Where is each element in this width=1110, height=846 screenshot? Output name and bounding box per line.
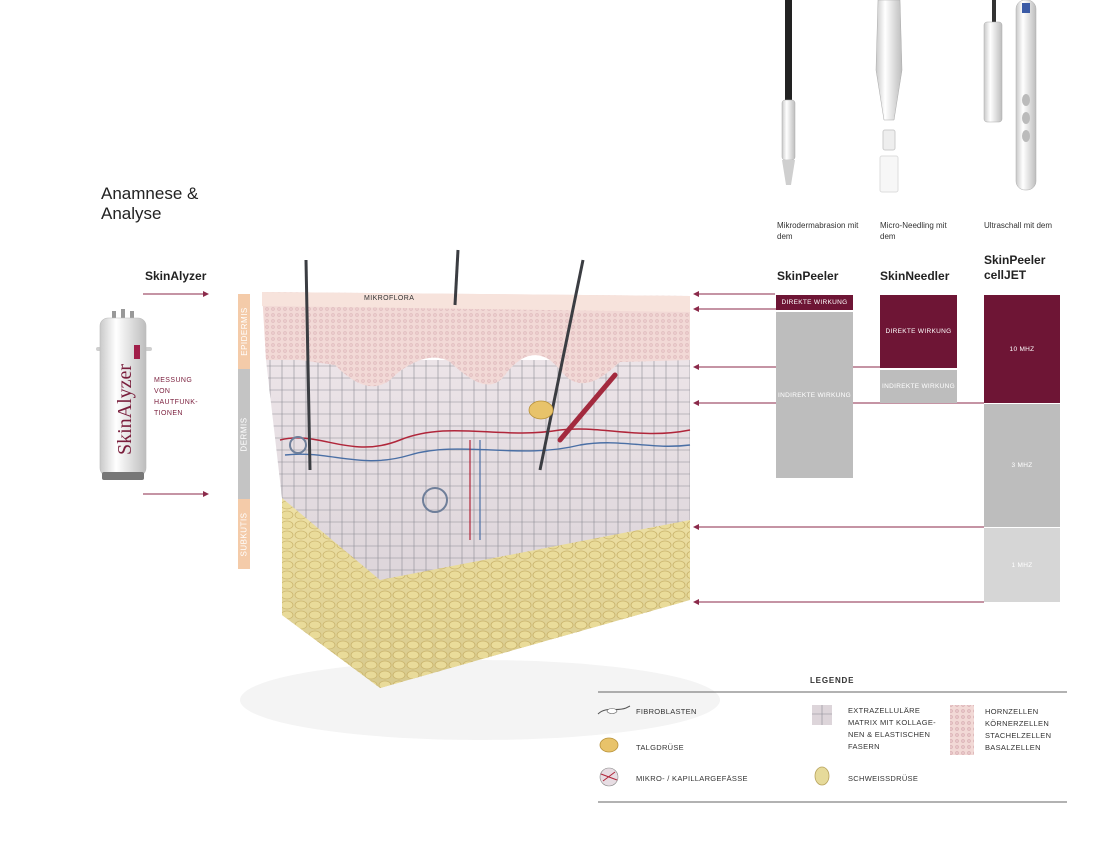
skinalyzer-description: MESSUNG VON HAUTFUNK-TIONEN (154, 377, 199, 417)
device-intro-skinneedler: Micro-Needling mit dem (880, 221, 947, 241)
legend-matrix: EXTRAZELLULÄRE MATRIX MIT KOLLAGE-NEN & … (848, 706, 936, 751)
legend-talgdruese: TALGDRÜSE (636, 743, 684, 752)
bar-celljet-1mhz: 1 MHZ (984, 528, 1060, 602)
legend-title: LEGENDE (810, 676, 855, 685)
device-name-skinpeeler: SkinPeeler (777, 269, 839, 283)
cell-layers-icon (950, 705, 974, 755)
legend-zellen: HORNZELLEN KÖRNERZELLEN STACHELZELLEN BA… (985, 706, 1051, 754)
device-celljet-image (983, 0, 1037, 191)
legend-stachelzellen: STACHELZELLEN (985, 731, 1052, 740)
bar-skinneedler-direkt: DIREKTE WIRKUNG (880, 295, 957, 368)
bar-skinpeeler-indirekt: INDIREKTE WIRKUNG (776, 312, 853, 478)
page-title: Anamnese & Analyse (101, 184, 199, 223)
svg-text:SkinAlyzer: SkinAlyzer (114, 364, 136, 455)
bar-skinneedler-indirekt: INDIREKTE WIRKUNG (880, 370, 957, 403)
device-intro-skinpeeler: Mikrodermabrasion mit dem (777, 221, 859, 241)
sweat-gland-icon (814, 766, 830, 786)
legend-fibroblasten: FIBROBLASTEN (636, 707, 697, 716)
layer-epidermis: EPIDERMIS (238, 294, 250, 369)
legend-koernerzellen: KÖRNERZELLEN (985, 719, 1050, 728)
skin-block (262, 249, 691, 688)
layer-subkutis: SUBKUTIS (238, 499, 250, 569)
bar-celljet-10mhz: 10 MHZ (984, 295, 1060, 403)
skinalyzer-device: SkinAlyzer (96, 309, 152, 480)
legend-schweiss: SCHWEISSDRÜSE (848, 774, 919, 783)
matrix-icon (812, 705, 832, 725)
device-intro-celljet: Ultraschall mit dem (984, 221, 1053, 230)
device-name-celljet: SkinPeeler cellJET (984, 253, 1046, 282)
capillary-icon (599, 767, 619, 787)
legend-basalzellen: BASALZELLEN (985, 743, 1041, 752)
skinalyzer-heading: SkinAlyzer (145, 269, 207, 283)
device-skinneedler-image (875, 0, 903, 193)
legend-kapillar: MIKRO- / KAPILLARGEFÄSSE (636, 774, 748, 783)
fibroblast-icon (597, 705, 631, 715)
legend-hornzellen: HORNZELLEN (985, 707, 1039, 716)
bar-celljet-3mhz: 3 MHZ (984, 404, 1060, 527)
label-mikroflora: MIKROFLORA (364, 295, 415, 302)
bar-skinpeeler-direkt: DIREKTE WIRKUNG (776, 295, 853, 310)
layer-dermis: DERMIS (238, 369, 250, 499)
sebaceous-gland-icon (599, 737, 619, 753)
device-name-skinneedler: SkinNeedler (880, 269, 950, 283)
device-skinpeeler-image (781, 0, 796, 185)
